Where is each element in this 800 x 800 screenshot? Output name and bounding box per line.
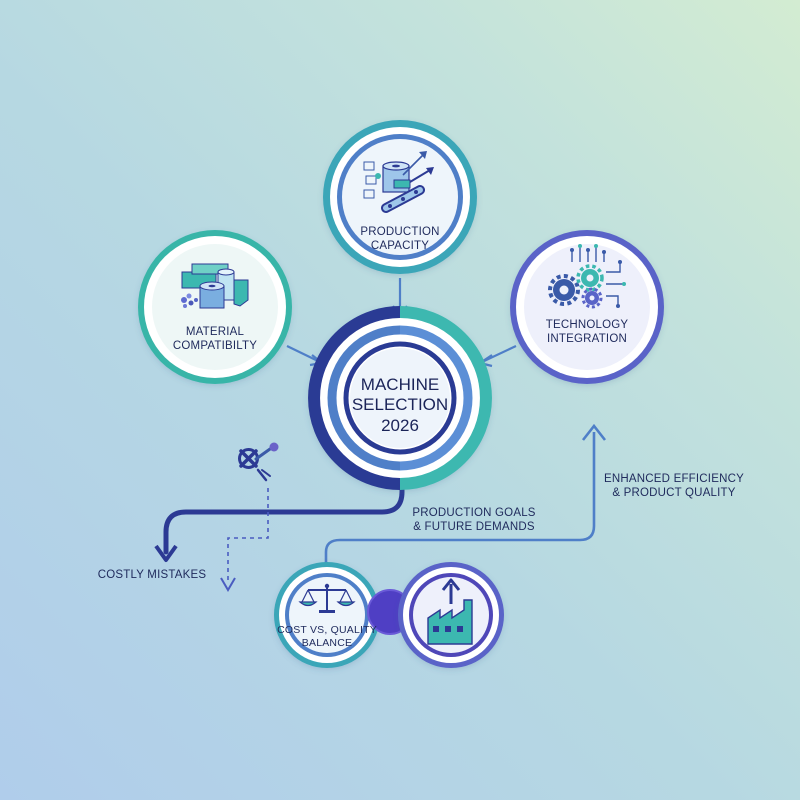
node-machine-selection (308, 306, 492, 490)
material-rolls-icon (181, 263, 249, 309)
label-enhanced-efficiency: ENHANCED EFFICIENCY & PRODUCT QUALITY (600, 472, 748, 501)
label-technology-integration-line1: TECHNOLOGY (545, 319, 629, 331)
label-material-compatibility-line1: MATERIAL (185, 326, 245, 338)
arrowhead-costly-mistakes (154, 544, 178, 562)
label-machine-selection-line3: 2026 (381, 415, 419, 435)
arrowhead-enhanced (581, 423, 607, 441)
dashed-flow-path (227, 488, 269, 584)
gears-circuit-icon (548, 244, 626, 309)
label-material-compatibility: MATERIAL COMPATIBILTY (150, 325, 280, 354)
arrowhead-dashed-flow (220, 577, 236, 592)
label-production-capacity-line1: PRODUCTION (360, 226, 440, 238)
label-production-capacity-line2: CAPACITY (370, 240, 430, 253)
conveyor-production-icon (363, 151, 434, 213)
label-machine-selection: MACHINE SELECTION 2026 (340, 375, 460, 436)
label-production-goals-line1: PRODUCTION GOALS (412, 507, 536, 519)
flow-enhanced-path (324, 432, 596, 566)
label-enhanced-efficiency-line2: & PRODUCT QUALITY (612, 487, 736, 500)
label-production-capacity: PRODUCTION CAPACITY (340, 225, 460, 254)
balance-scale-icon (298, 583, 356, 613)
label-cost-quality-line1: COST Vs, QUALITY (277, 624, 377, 636)
node-cost-quality (274, 562, 380, 668)
label-costly-mistakes: COSTLY MISTAKES (97, 569, 207, 581)
label-production-goals-line2: & FUTURE DEMANDS (413, 521, 535, 534)
label-machine-selection-line2: SELECTION (351, 395, 449, 415)
label-enhanced-efficiency-line1: ENHANCED EFFICIENCY (604, 473, 744, 485)
label-technology-integration-line2: INTEGRATION (547, 333, 627, 346)
label-cost-quality-line2: BALANCE (301, 637, 353, 650)
label-technology-integration: TECHNOLOGY INTEGRATION (522, 318, 652, 347)
label-material-compatibility-line2: COMPATIBILTY (172, 340, 258, 353)
label-machine-selection-line1: MACHINE (360, 375, 440, 394)
broken-tool-icon (238, 442, 279, 482)
factory-growth-icon (427, 578, 473, 645)
label-production-goals: PRODUCTION GOALS & FUTURE DEMANDS (404, 506, 544, 535)
flow-costly-mistakes-path (163, 477, 405, 555)
label-cost-quality: COST Vs, QUALITY BALANCE (272, 624, 382, 650)
arrow-technology-to-center (481, 345, 517, 363)
arrow-material-to-center (286, 345, 321, 363)
